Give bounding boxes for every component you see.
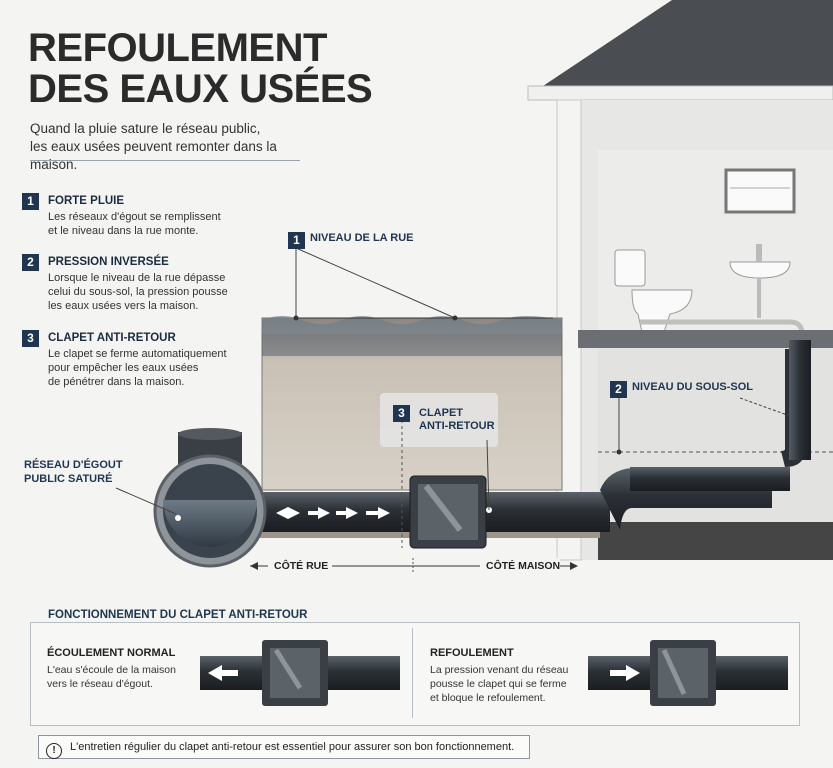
valve-flap-closed (661, 648, 687, 696)
step-3-line-3: de pénétrer dans la maison. (48, 376, 185, 388)
step-2-line-1: Lorsque le niveau de la rue dépasse (48, 272, 226, 284)
house-side-label: CÔTÉ MAISON (486, 560, 561, 572)
panel-divider (412, 628, 413, 718)
backflow-line-1: La pression venant du réseau (430, 664, 569, 676)
callout-valve-label: CLAPET ANTI-RETOUR (419, 407, 495, 433)
step-1-badge: 1 (22, 193, 39, 210)
callout-street-level-label: NIVEAU DE LA RUE (310, 232, 414, 244)
arrow-left-icon (208, 665, 222, 681)
arrow-right-icon (288, 507, 300, 519)
step-2-badge: 2 (22, 254, 39, 271)
step-3-badge: 3 (22, 330, 39, 347)
title-line-1: REFOULEMENT (28, 26, 327, 70)
vertical-drain-pipe (789, 340, 811, 460)
arrow-left-icon (276, 507, 288, 519)
step-1-line-1: Les réseaux d'égout se remplissent (48, 211, 221, 223)
callout-street-level: 1 NIVEAU DE LA RUE (288, 232, 414, 249)
maintenance-note-text: L'entretien régulier du clapet anti-reto… (70, 741, 515, 753)
exclamation-circle-icon: ! (46, 743, 62, 759)
floor-slab (578, 330, 833, 348)
roof-fascia (527, 85, 833, 101)
backflow-diagram (588, 640, 788, 706)
maintenance-note: ! L'entretien régulier du clapet anti-ret… (38, 735, 530, 759)
callout-valve-line-2: ANTI-RETOUR (419, 420, 495, 432)
step-2-line-2: celui du sous-sol, la pression pousse (48, 286, 228, 298)
callout-valve-line-1: CLAPET (419, 407, 463, 419)
step-1-line-2: et le niveau dans la rue monte. (48, 225, 199, 237)
step-2-line-3: les eaux usées vers la maison. (48, 300, 199, 312)
normal-flow-line-1: L'eau s'écoule de la maison (47, 664, 176, 676)
arrow-right-icon (318, 507, 330, 519)
step-3-line-2: pour empêcher les eaux usées (48, 362, 199, 374)
callout-basement-level: 2 NIVEAU DU SOUS-SOL (610, 381, 753, 398)
step-2: 2 PRESSION INVERSÉE Lorsque le niveau de… (22, 254, 252, 318)
callout-basement-level-badge: 2 (610, 381, 627, 398)
saturated-water (163, 500, 257, 547)
normal-flow-line-2: vers le réseau d'égout. (47, 678, 153, 690)
backflow-text: La pression venant du réseau pousse le c… (430, 663, 595, 705)
backflow-line-3: et bloque le refoulement. (430, 692, 546, 704)
arrow-left-icon (250, 562, 258, 570)
public-sewer (153, 428, 267, 568)
step-3-title: CLAPET ANTI-RETOUR (48, 332, 176, 344)
backflow-title: REFOULEMENT (430, 647, 514, 659)
callout-valve-badge: 3 (393, 405, 410, 422)
step-3: 3 CLAPET ANTI-RETOUR Le clapet se ferme … (22, 330, 252, 394)
callout-valve: 3 CLAPET ANTI-RETOUR (393, 405, 495, 432)
backwater-valve (409, 475, 492, 549)
callout-public-sewer-line-1: RÉSEAU D'ÉGOUT (24, 459, 123, 471)
basement-foundation (598, 522, 833, 560)
arrow-right-icon (378, 507, 390, 519)
callout-public-sewer-line-2: PUBLIC SATURÉ (24, 473, 113, 485)
window-icon (724, 168, 796, 214)
valve-flap (423, 484, 463, 532)
sink-icon (729, 244, 791, 318)
callout-basement-level-label: NIVEAU DU SOUS-SOL (632, 381, 754, 393)
step-2-text: Lorsque le niveau de la rue dépasse celu… (48, 271, 248, 313)
valve-flap-open (273, 648, 303, 690)
subtitle-divider (30, 160, 300, 161)
flow-arrows (276, 507, 390, 519)
step-3-line-1: Le clapet se ferme automatiquement (48, 348, 227, 360)
page-title: REFOULEMENT DES EAUX USÉES (28, 26, 373, 111)
arrow-right-icon (346, 507, 358, 519)
backflow-illustration (115, 0, 833, 574)
street-flood-water (262, 316, 562, 334)
step-2-title: PRESSION INVERSÉE (48, 256, 169, 268)
normal-flow-title: ÉCOULEMENT NORMAL (47, 647, 176, 659)
sewer-pipe (240, 340, 811, 549)
title-line-2: DES EAUX USÉES (28, 67, 373, 111)
normal-flow-diagram (200, 640, 400, 706)
roof (540, 0, 833, 88)
street-side-label: CÔTÉ RUE (274, 560, 329, 572)
step-1: 1 FORTE PLUIE Les réseaux d'égout se rem… (22, 193, 252, 243)
step-3-text: Le clapet se ferme automatiquement pour … (48, 347, 248, 389)
valve-operation-title: FONCTIONNEMENT DU CLAPET ANTI-RETOUR (42, 609, 314, 621)
subtitle-line-1: Quand la pluie sature le réseau public, (30, 121, 261, 136)
arrow-right-icon (570, 562, 578, 570)
arrow-right-icon (626, 665, 640, 681)
callout-public-sewer: RÉSEAU D'ÉGOUT PUBLIC SATURÉ (24, 458, 123, 486)
leader-public-sewer (115, 487, 177, 515)
step-1-title: FORTE PLUIE (48, 195, 125, 207)
normal-flow-text: L'eau s'écoule de la maison vers le rése… (47, 663, 207, 691)
house (527, 0, 833, 561)
callout-street-level-badge: 1 (288, 232, 305, 249)
step-1-text: Les réseaux d'égout se remplissent et le… (48, 210, 248, 238)
backflow-line-2: pousse le clapet qui se ferme (430, 678, 567, 690)
